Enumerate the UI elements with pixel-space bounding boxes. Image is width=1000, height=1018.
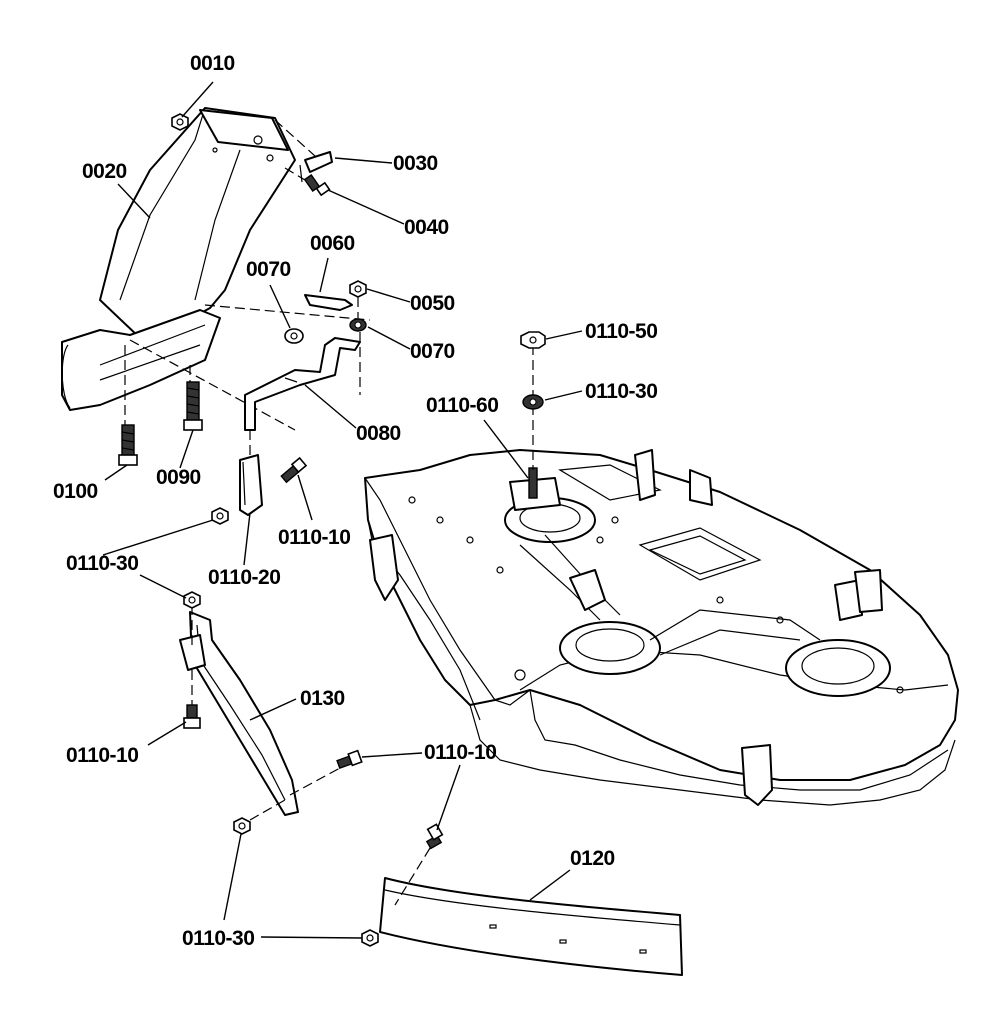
callout-0100: 0100	[53, 480, 98, 503]
callout-0110-30-bottom: 0110-30	[182, 927, 254, 950]
callout-labels: 0010 0020 0030 0040 0060 0050 0070 0070 …	[53, 52, 658, 950]
callout-0110-20: 0110-20	[208, 566, 280, 589]
rod-0080	[244, 337, 361, 431]
bolt-0110-10-deflector	[425, 823, 444, 850]
callout-0090: 0090	[156, 466, 201, 489]
nut-0110-30-lower	[233, 817, 251, 835]
nut-0050	[349, 280, 367, 298]
deflector-0120	[379, 877, 683, 976]
mower-deck	[364, 449, 959, 806]
spring-0060	[304, 294, 353, 311]
callout-0110-10-upper: 0110-10	[278, 526, 350, 549]
callout-0080: 0080	[356, 422, 401, 445]
bolt-0090	[183, 381, 203, 431]
callout-0110-50: 0110-50	[585, 320, 657, 343]
callout-0120: 0120	[570, 847, 615, 870]
callout-0110-10-mid: 0110-10	[424, 741, 496, 764]
callout-0010: 0010	[190, 52, 235, 75]
discharge-chute	[61, 107, 296, 411]
washer-0110-30-top	[522, 394, 544, 410]
nut-0110-30-bracket	[183, 591, 201, 609]
callout-0110-30-top: 0110-30	[585, 380, 657, 403]
callout-0070-left: 0070	[246, 258, 291, 281]
callout-0020: 0020	[82, 160, 127, 183]
bolt-0110-10-upper	[280, 456, 308, 484]
callout-0030: 0030	[393, 152, 438, 175]
callout-0130: 0130	[300, 687, 345, 710]
nut-0110-30-left	[211, 507, 229, 525]
callout-0060: 0060	[310, 232, 355, 255]
leader-lines	[102, 81, 583, 939]
bolt-0110-10-left	[183, 704, 201, 729]
nut-0010	[171, 113, 189, 131]
bolt-0100	[118, 424, 138, 466]
washer-0070-right	[349, 318, 367, 332]
callout-0110-30-left: 0110-30	[66, 552, 138, 575]
washer-0070-left	[284, 328, 304, 344]
bracket-0130	[179, 611, 299, 816]
hinge-pin-0030	[299, 151, 333, 183]
callout-0050: 0050	[410, 292, 455, 315]
callout-0110-60: 0110-60	[426, 394, 498, 417]
callout-0040: 0040	[404, 216, 449, 239]
bracket-0110-20	[239, 454, 263, 516]
nut-0110-30-deflector	[361, 929, 379, 947]
bolt-0040	[303, 173, 331, 197]
callout-0110-10-left: 0110-10	[66, 744, 138, 767]
bolt-0110-10-mid	[336, 749, 363, 770]
nut-0110-50	[520, 331, 546, 349]
callout-0070-right: 0070	[410, 340, 455, 363]
